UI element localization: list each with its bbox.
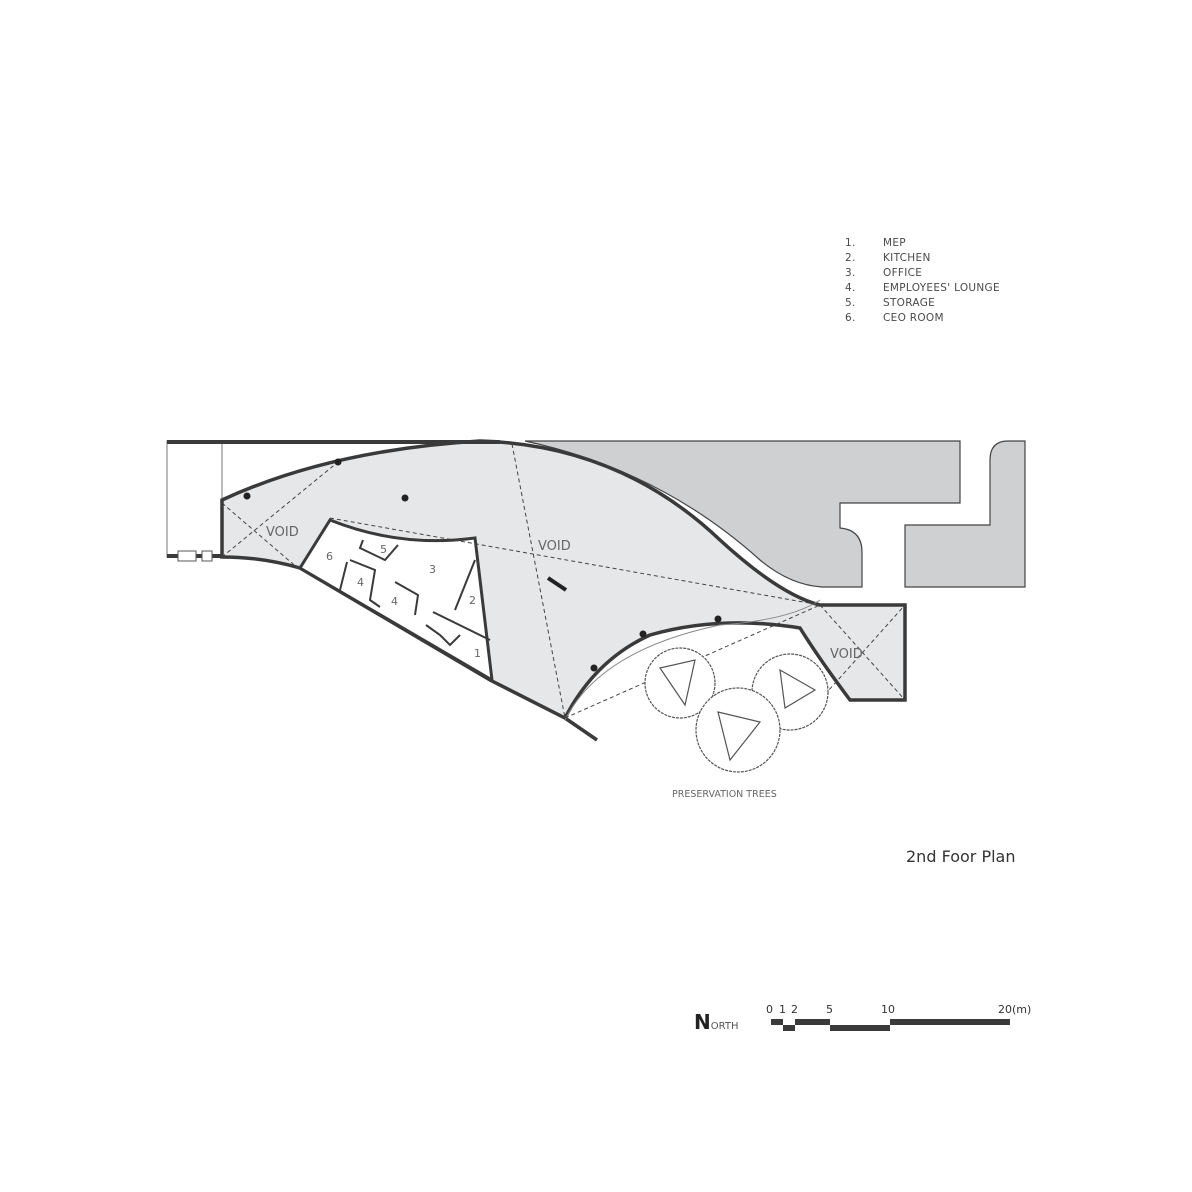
interior-walls xyxy=(339,539,491,647)
scale-bar xyxy=(771,1019,1010,1031)
room-number: 5 xyxy=(380,543,387,556)
scale-tick: 10 xyxy=(881,1003,895,1016)
scale-tick: 20(m) xyxy=(998,1003,1032,1016)
room-number: 1 xyxy=(474,647,481,660)
legend-item: 5.STORAGE xyxy=(845,297,936,309)
legend-item: 3.OFFICE xyxy=(845,267,923,279)
outer-wall xyxy=(564,716,598,742)
legend-item: 4.EMPLOYEES' LOUNGE xyxy=(845,282,1000,294)
legend-item: 6.CEO ROOM xyxy=(845,312,944,324)
scale-tick: 5 xyxy=(826,1003,833,1016)
void-label: VOID xyxy=(266,525,299,540)
site-outline xyxy=(166,440,223,558)
room-number: 2 xyxy=(469,594,476,607)
void-diagonals xyxy=(221,443,906,719)
void-label: VOID xyxy=(538,539,571,554)
scale-tick: 2 xyxy=(791,1003,798,1016)
scale-tick: 0 xyxy=(766,1003,773,1016)
void-label: VOID xyxy=(830,647,863,662)
room-legend: 1.MEP 2.KITCHEN 3.OFFICE 4.EMPLOYEES' LO… xyxy=(845,236,1000,326)
legend-item: 2.KITCHEN xyxy=(845,252,931,264)
columns xyxy=(243,458,722,672)
plan-title: 2nd Foor Plan xyxy=(906,847,1016,866)
room-number: 6 xyxy=(326,550,333,563)
terrace-edge xyxy=(564,599,821,721)
scale-tick: 1 xyxy=(779,1003,786,1016)
window xyxy=(177,550,197,562)
neighbor-building xyxy=(904,440,1026,588)
preservation-trees xyxy=(644,647,829,773)
legend-item: 1.MEP xyxy=(845,237,906,249)
room-number: 4 xyxy=(357,576,364,589)
trees-label: PRESERVATION TREES xyxy=(672,789,777,800)
room-number: 4 xyxy=(391,595,398,608)
room-number: 3 xyxy=(429,563,436,576)
window xyxy=(201,550,213,562)
stair-element xyxy=(546,576,568,592)
north-indicator: NORTH xyxy=(694,1010,739,1034)
